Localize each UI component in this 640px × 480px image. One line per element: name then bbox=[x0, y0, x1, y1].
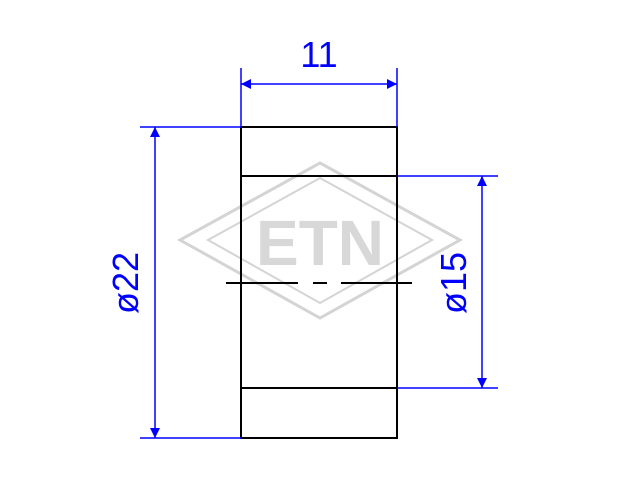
watermark-diamond-inner bbox=[205, 176, 435, 305]
watermark-diamond-outer bbox=[176, 161, 464, 320]
dimension-label-width: 11 bbox=[300, 34, 337, 75]
dimension-outer-diameter bbox=[140, 126, 241, 439]
dimension-inner-diameter bbox=[397, 175, 498, 389]
dimension-width bbox=[240, 68, 398, 127]
watermark-logo: ETN bbox=[176, 161, 464, 320]
dimension-label-inner-diameter: ø15 bbox=[433, 252, 474, 314]
watermark-text: ETN bbox=[256, 207, 384, 279]
dimension-label-outer-diameter: ø22 bbox=[105, 252, 146, 314]
